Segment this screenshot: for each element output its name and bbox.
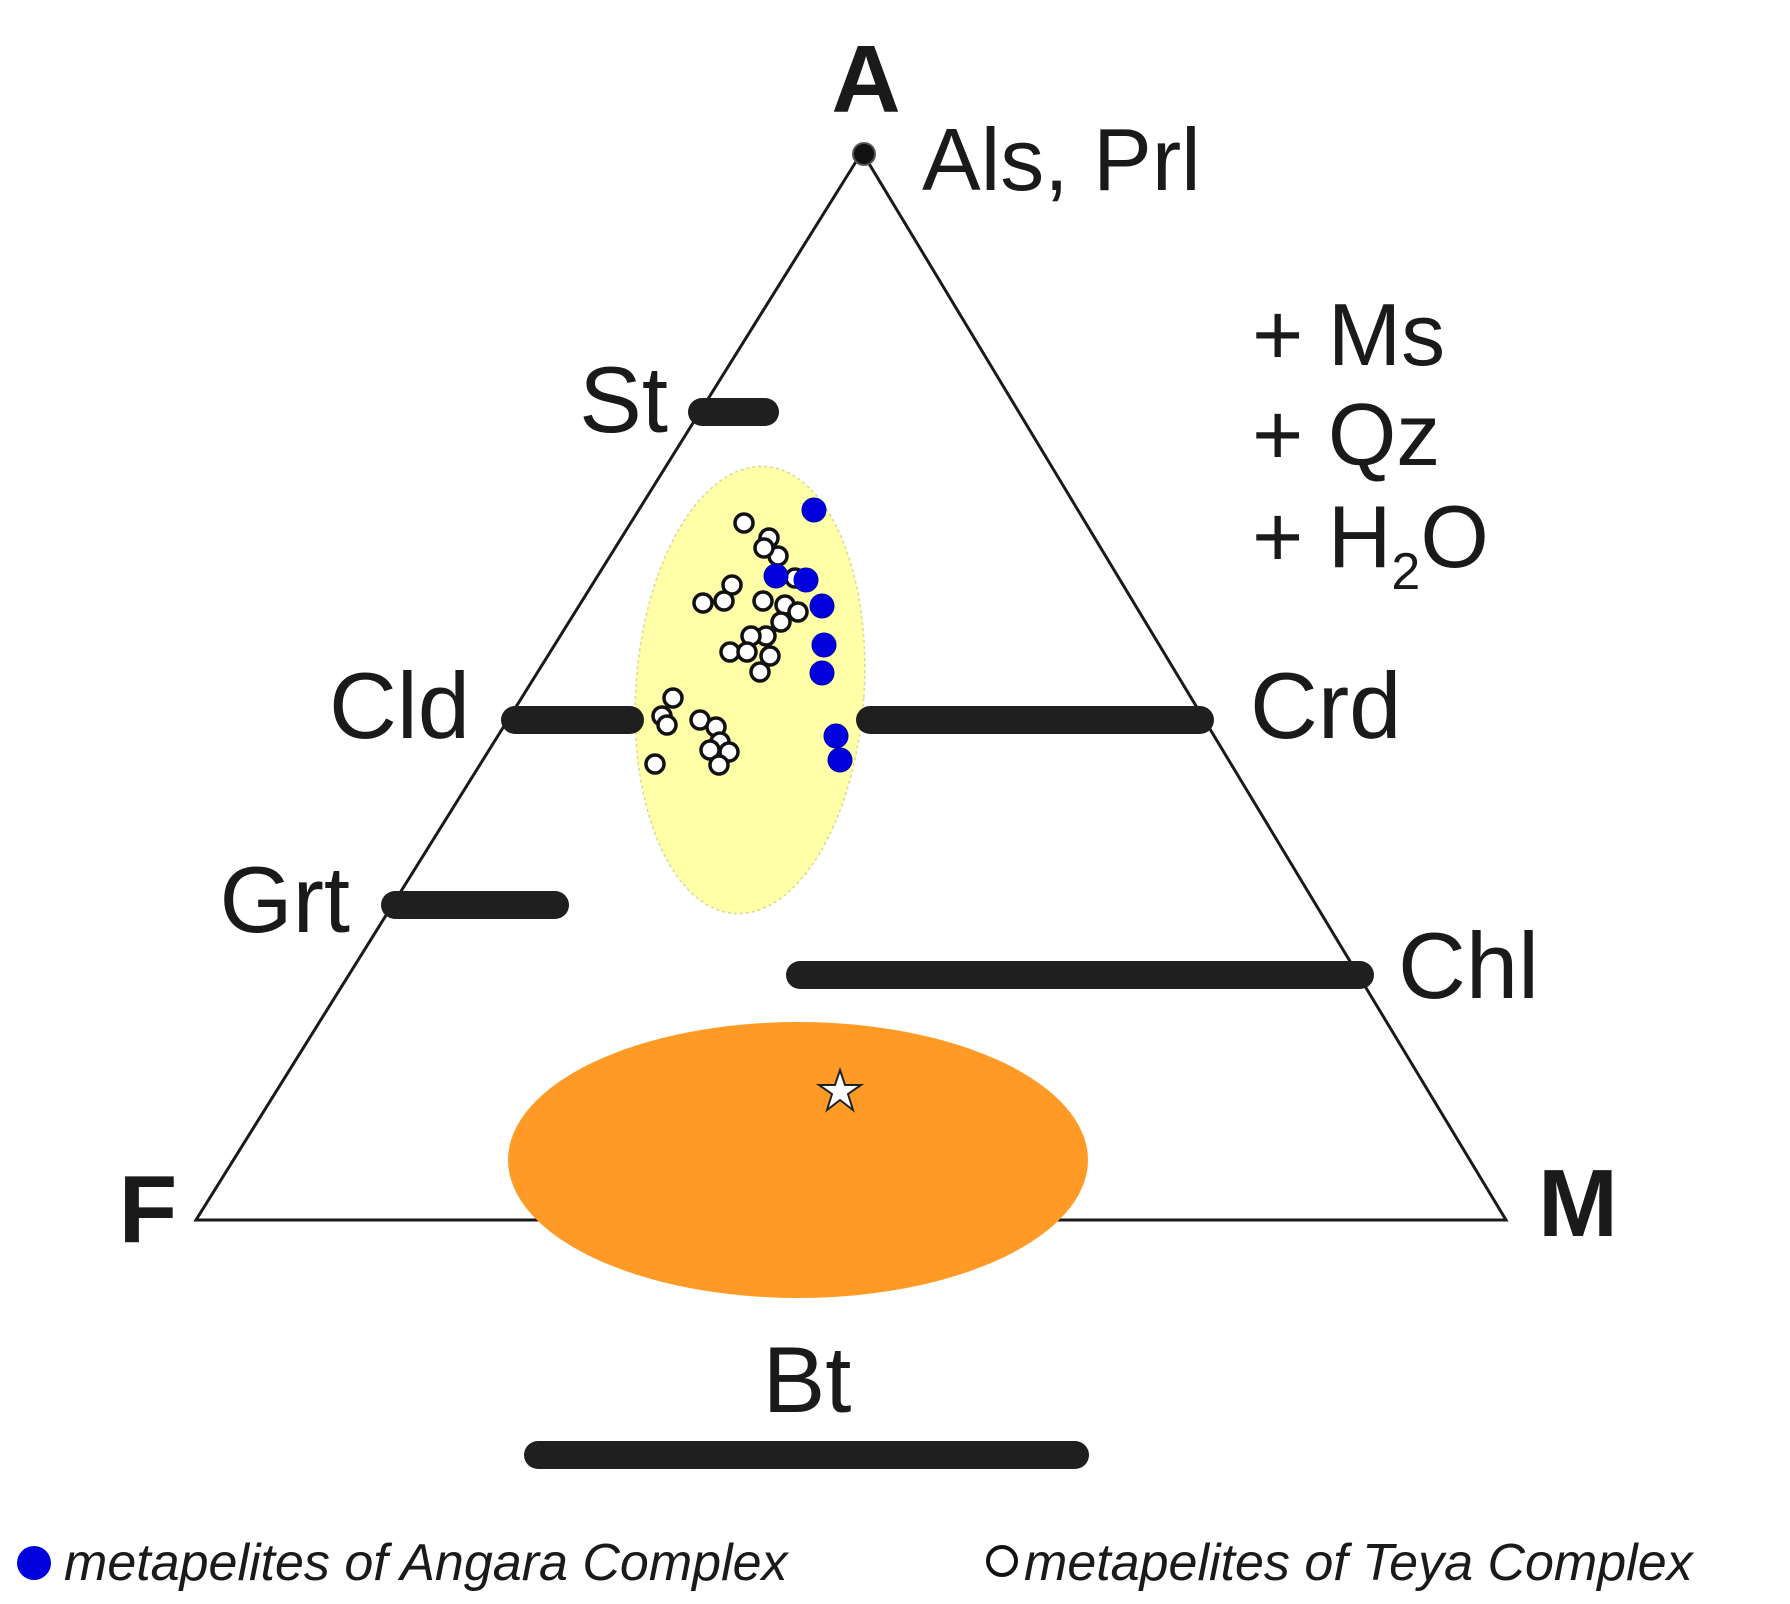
teya-points	[644, 512, 809, 776]
legend-angara-marker	[17, 1546, 51, 1580]
angara-point	[763, 563, 789, 589]
h2o-suffix: O	[1420, 487, 1488, 586]
orange-field	[508, 1022, 1088, 1298]
h2o-subscript: 2	[1391, 543, 1420, 601]
teya-point	[662, 687, 684, 709]
chl-label: Chl	[1398, 913, 1539, 1018]
crd-label: Crd	[1250, 653, 1401, 758]
apex-mineral-label: Als, Prl	[922, 110, 1201, 209]
st-label: St	[579, 347, 668, 452]
legend-angara-label: metapelites of Angara Complex	[64, 1534, 790, 1592]
h2o-prefix: + H	[1252, 487, 1391, 586]
angara-points	[763, 497, 853, 773]
teya-point	[753, 537, 775, 559]
angara-point	[811, 632, 837, 658]
legend-teya-marker	[986, 1545, 1018, 1577]
vertex-f-label: F	[119, 1156, 178, 1263]
assemblage-qz: + Qz	[1252, 385, 1440, 484]
angara-point	[809, 593, 835, 619]
teya-point	[733, 512, 755, 534]
teya-point	[749, 661, 771, 683]
teya-point	[656, 714, 678, 736]
teya-point	[770, 611, 792, 633]
legend-teya-label: metapelites of Teya Complex	[1024, 1534, 1695, 1592]
cld-label: Cld	[329, 653, 470, 758]
teya-point	[736, 641, 758, 663]
teya-point	[752, 590, 774, 612]
assemblage-h2o: + H2O	[1252, 487, 1489, 601]
teya-point	[759, 645, 781, 667]
angara-point	[801, 497, 827, 523]
vertex-m-label: M	[1538, 1150, 1618, 1257]
grt-label: Grt	[219, 847, 350, 952]
teya-point	[787, 601, 809, 623]
teya-point	[692, 592, 714, 614]
vertex-a-label: A	[831, 26, 900, 133]
angara-point	[827, 747, 853, 773]
angara-point	[809, 660, 835, 686]
star-marker	[815, 1066, 865, 1113]
legend: metapelites of Angara Complex metapelite…	[17, 1534, 1695, 1592]
apex-point	[852, 142, 876, 166]
teya-point	[708, 754, 730, 776]
angara-point	[793, 567, 819, 593]
teya-point	[713, 590, 735, 612]
bt-label: Bt	[763, 1327, 852, 1432]
teya-point	[644, 753, 666, 775]
assemblage-ms: + Ms	[1252, 285, 1445, 384]
angara-point	[823, 723, 849, 749]
